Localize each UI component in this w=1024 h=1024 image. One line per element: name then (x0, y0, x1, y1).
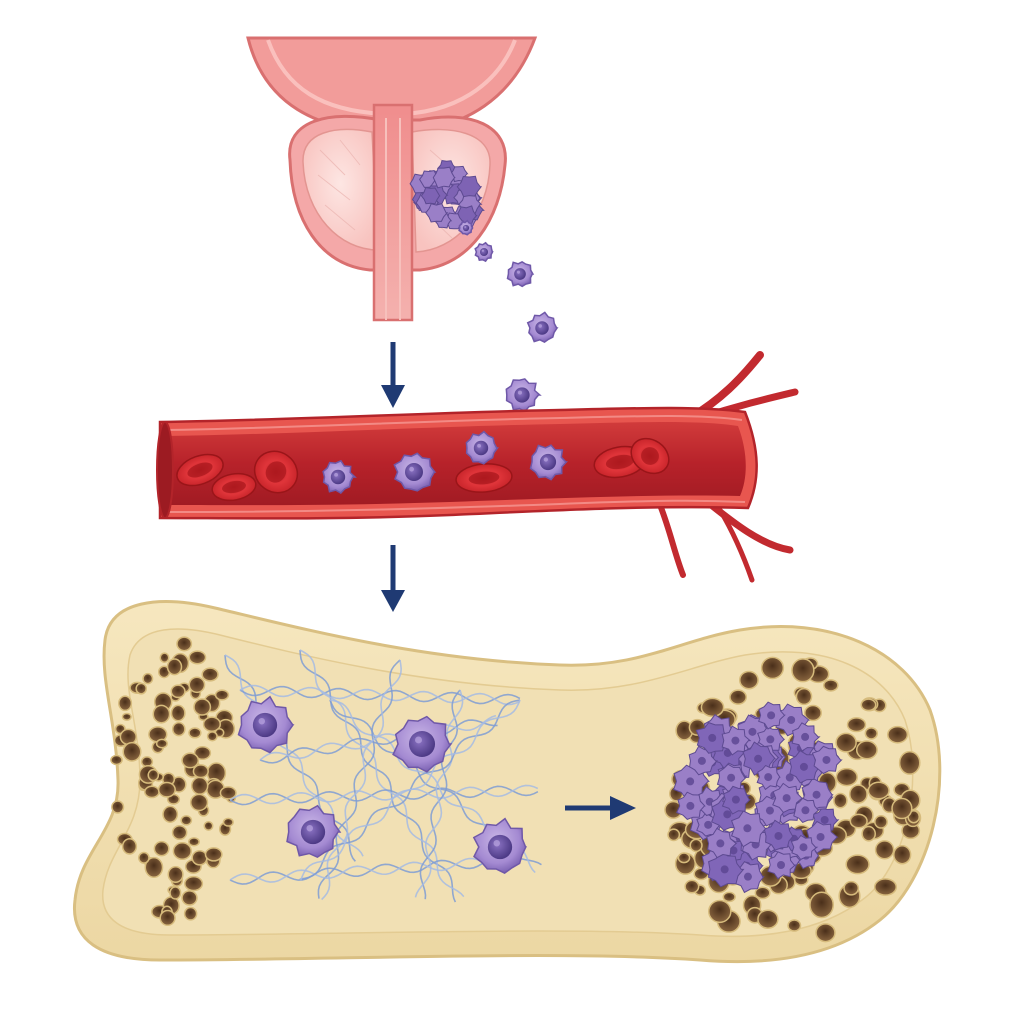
bone-pore (678, 853, 689, 863)
bone-pore (159, 782, 176, 796)
bone-pore (185, 907, 197, 919)
bone-pore (194, 699, 210, 715)
bone-pore (876, 841, 894, 859)
bone-pore (168, 867, 183, 883)
bone-pore (685, 880, 699, 892)
bone-pore (723, 892, 735, 901)
bone-pore (173, 723, 185, 736)
bone-pore (850, 814, 867, 827)
bone-pore (139, 852, 149, 863)
bone-pore (865, 728, 877, 739)
bone-pore (182, 891, 197, 905)
bone-pore (740, 671, 758, 688)
bone-pore (834, 793, 847, 807)
bone-pore (762, 657, 784, 678)
arrow-prostate-to-vessel (381, 342, 405, 408)
bone-pore (850, 785, 867, 803)
bone-pore (205, 848, 221, 861)
bone-pore (730, 690, 746, 704)
bone-pore (189, 728, 201, 738)
bone-pore (208, 732, 217, 741)
bone-pore (111, 756, 122, 765)
bone-pore (163, 806, 177, 822)
bone-pore (148, 770, 158, 781)
bone-pore (216, 690, 229, 700)
bone-pore (153, 705, 169, 722)
bone-pore (810, 892, 833, 917)
bone-pore (171, 685, 185, 697)
bone-pore (875, 816, 887, 828)
bone-pore (824, 680, 838, 691)
bone-pore (848, 718, 866, 732)
bone-pore (191, 794, 208, 810)
escaping-cell (506, 379, 540, 412)
bone-pore (189, 677, 204, 692)
bone-pore (788, 920, 800, 931)
blood-vessel (157, 355, 795, 580)
bone-pore (844, 882, 858, 895)
bone-pore (123, 743, 141, 761)
bone-pore (888, 727, 908, 743)
bone-pore (181, 816, 191, 825)
bone-pore (119, 696, 132, 710)
bone-pore (900, 752, 920, 775)
bone-pore (758, 910, 778, 928)
bone-pore (177, 637, 191, 651)
bone-pore (836, 733, 856, 751)
bone (74, 602, 939, 962)
bone-pore (136, 683, 146, 693)
bone-pore (894, 846, 911, 864)
bone-pore (846, 855, 869, 874)
bone-pore (796, 689, 811, 705)
bone-pore (892, 798, 912, 818)
bone-pore (193, 765, 208, 778)
bone-pore (792, 659, 814, 682)
bone-pore (173, 843, 191, 860)
bone-pore (182, 753, 198, 768)
bone-pore (143, 674, 152, 684)
bone-pore (862, 827, 875, 841)
bone-pore (145, 786, 159, 797)
bone-pore (189, 651, 205, 664)
bone-pore (192, 777, 208, 794)
bone-pore (816, 924, 835, 942)
bone-pore (172, 705, 185, 720)
bone-pore (122, 713, 131, 720)
escaping-tumor-cells (459, 221, 557, 412)
bone-pore (204, 822, 213, 830)
bone-pore (836, 769, 857, 786)
escaping-cell (475, 243, 492, 262)
bone-pore (173, 826, 187, 840)
bone-pore (709, 900, 731, 922)
bone-pore (185, 877, 203, 891)
escaping-cell (528, 312, 557, 342)
urethra (374, 105, 412, 320)
bone-pore (868, 782, 889, 799)
bone-pore (192, 851, 207, 865)
bone-pore (170, 887, 181, 899)
bone-pore (160, 911, 175, 926)
bone-pore (861, 699, 875, 710)
bone-pore (875, 879, 897, 895)
bone-pore (701, 698, 723, 716)
bone-pore (167, 659, 181, 675)
bone-pore (154, 842, 168, 856)
bone-pore (202, 668, 218, 681)
bone-pore (160, 653, 169, 662)
bone-pore (690, 839, 702, 851)
bone-pore (157, 739, 168, 747)
arrow-vessel-to-bone (381, 545, 405, 612)
bone-pore (189, 838, 199, 846)
bone-pore (123, 839, 137, 854)
prostate-bladder (248, 38, 535, 320)
bone-pore (112, 801, 124, 813)
escaping-cell (508, 262, 533, 287)
bone-pore (223, 818, 233, 826)
bone-pore (668, 829, 679, 840)
bone-pore (857, 741, 877, 759)
